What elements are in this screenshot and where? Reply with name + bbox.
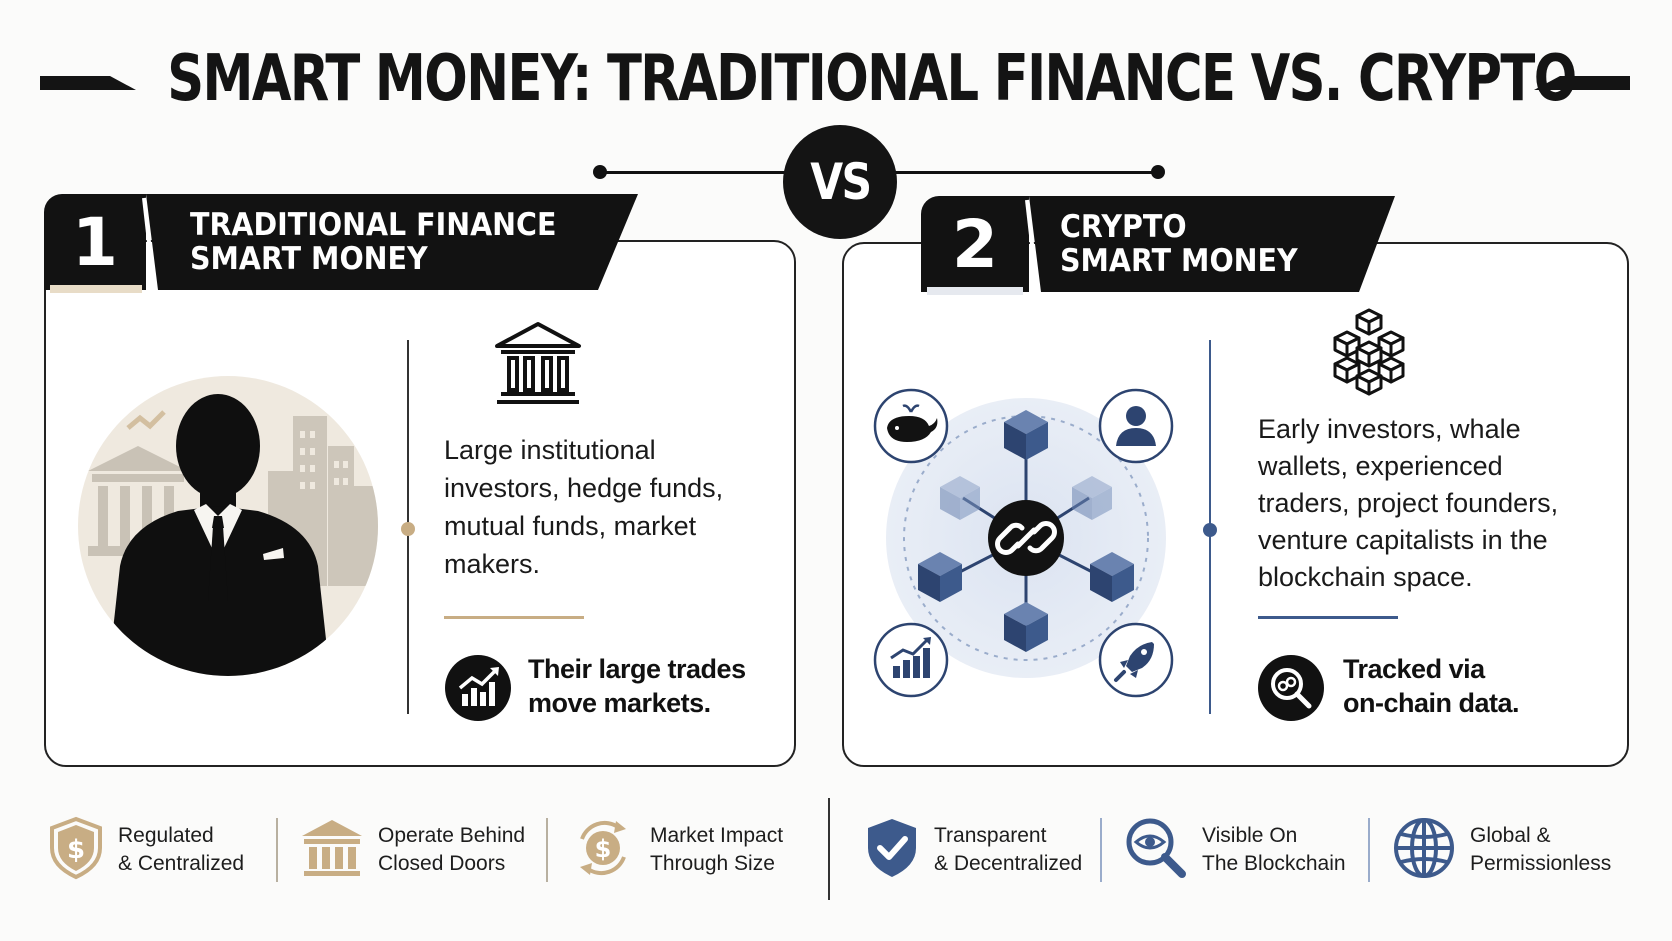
bank-building-icon [493, 320, 583, 406]
rocket-icon [1098, 622, 1174, 698]
feature-global: Global & Permissionless [1392, 815, 1611, 885]
svg-text:$: $ [67, 835, 85, 865]
right-divider-dot [1203, 523, 1217, 537]
title-bar-left [40, 76, 136, 90]
right-tab-number-underline [927, 287, 1023, 295]
feature-transparent: Transparent & Decentralized [864, 815, 1082, 885]
right-banner-slash [1023, 196, 1043, 292]
bottom-center-divider [828, 798, 830, 900]
feature-closed-doors: Operate Behind Closed Doors [300, 815, 525, 885]
vs-connector-line-left [600, 171, 790, 174]
globe-icon [1392, 816, 1456, 885]
left-panel-title: TRADITIONAL FINANCE SMART MONEY [190, 207, 557, 277]
svg-text:$: $ [595, 835, 612, 863]
growth-chart-icon [444, 654, 512, 722]
shield-check-icon [864, 816, 920, 885]
left-panel-banner [146, 194, 638, 290]
shield-dollar-icon: $ [48, 816, 104, 885]
blockchain-network-illustration [868, 378, 1184, 700]
left-divider-dot [401, 522, 415, 536]
right-panel-number: 2 [921, 196, 1029, 292]
left-banner-slash [140, 194, 160, 290]
coin-cycle-icon: $ [570, 815, 636, 886]
onchain-search-icon [1257, 654, 1325, 722]
right-panel-banner [1029, 196, 1395, 292]
businessman-silhouette-illustration [78, 376, 378, 676]
right-highlight-text: Tracked via on-chain data. [1343, 654, 1520, 718]
right-accent-rule [1258, 616, 1398, 619]
vs-badge: VS [783, 125, 897, 239]
left-highlight-text: Their large trades move markets. [528, 654, 746, 718]
investor-user-icon [1098, 388, 1174, 464]
right-panel-title: CRYPTO SMART MONEY [1060, 209, 1298, 279]
left-accent-rule [444, 616, 584, 619]
whale-icon [873, 388, 949, 464]
feature-separator [276, 818, 278, 882]
magnifier-eye-icon [1124, 816, 1188, 885]
title-bar-right [1534, 76, 1630, 90]
left-panel-number: 1 [44, 194, 146, 290]
feature-market-impact: $ Market Impact Through Size [570, 815, 783, 885]
feature-regulated: $ Regulated & Centralized [48, 815, 244, 885]
left-description: Large institutional investors, hedge fun… [444, 435, 724, 579]
vs-connector-line-right [890, 171, 1158, 174]
bar-chart-icon [873, 622, 949, 698]
page-title: SMART MONEY: TRADITIONAL FINANCE VS. CRY… [167, 42, 1577, 116]
feature-separator [1368, 818, 1370, 882]
vs-connector-dot-right [1151, 165, 1165, 179]
bank-icon [300, 816, 364, 885]
vs-connector-dot-left [593, 165, 607, 179]
feature-separator [546, 818, 548, 882]
feature-visible: Visible On The Blockchain [1124, 815, 1346, 885]
feature-separator [1100, 818, 1102, 882]
left-tab-number-underline [50, 285, 142, 293]
right-description: Early investors, whale wallets, experien… [1258, 414, 1559, 592]
blockchain-cubes-icon [1322, 306, 1416, 398]
